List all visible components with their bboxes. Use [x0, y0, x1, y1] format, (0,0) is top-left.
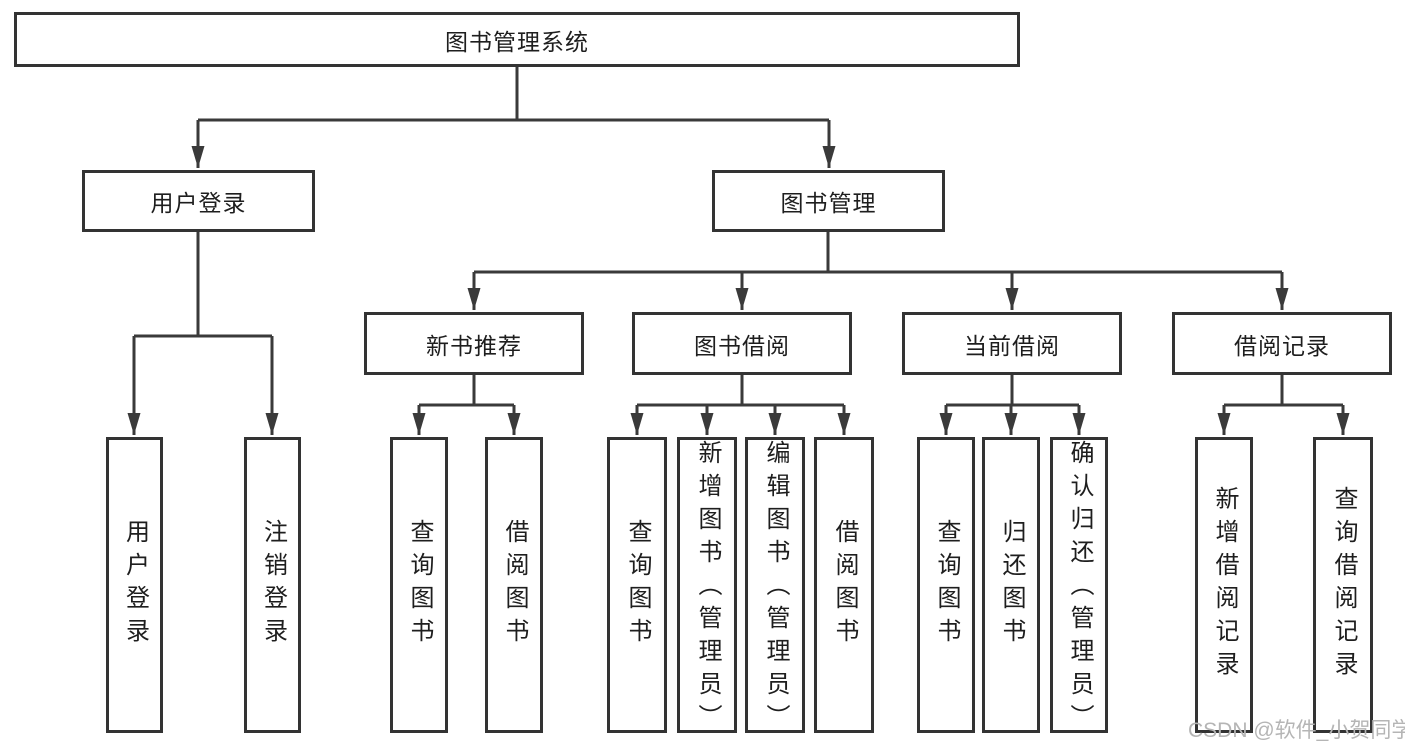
leaf-query-borrow-record: 查询借阅记录 [1313, 437, 1373, 733]
node-borrow-record: 借阅记录 [1172, 312, 1392, 375]
leaf-add-borrow-record: 新增借阅记录 [1195, 437, 1253, 733]
leaf-logout: 注销登录 [244, 437, 301, 733]
leaf-return-books: 归还图书 [982, 437, 1040, 733]
node-new-book-recommend: 新书推荐 [364, 312, 584, 375]
leaf-user-login: 用户登录 [106, 437, 163, 733]
leaf-recommend-query-books: 查询图书 [390, 437, 448, 733]
leaf-borrow-books: 借阅图书 [814, 437, 874, 733]
csdn-watermark: CSDN @软件_小贺同学 [1188, 719, 1405, 742]
node-book-management: 图书管理 [712, 170, 945, 232]
node-root-library-system: 图书管理系统 [14, 12, 1020, 67]
node-user-login: 用户登录 [82, 170, 315, 232]
leaf-edit-books-admin: 编辑图书（管理员） [745, 437, 805, 737]
leaf-recommend-borrow-books: 借阅图书 [485, 437, 543, 733]
node-current-borrow: 当前借阅 [902, 312, 1122, 375]
leaf-add-books-admin: 新增图书（管理员） [677, 437, 737, 737]
node-book-borrow: 图书借阅 [632, 312, 852, 375]
leaf-confirm-return-admin: 确认归还（管理员） [1050, 437, 1108, 737]
leaf-borrow-query-books: 查询图书 [607, 437, 667, 733]
leaf-current-query-books: 查询图书 [917, 437, 975, 733]
